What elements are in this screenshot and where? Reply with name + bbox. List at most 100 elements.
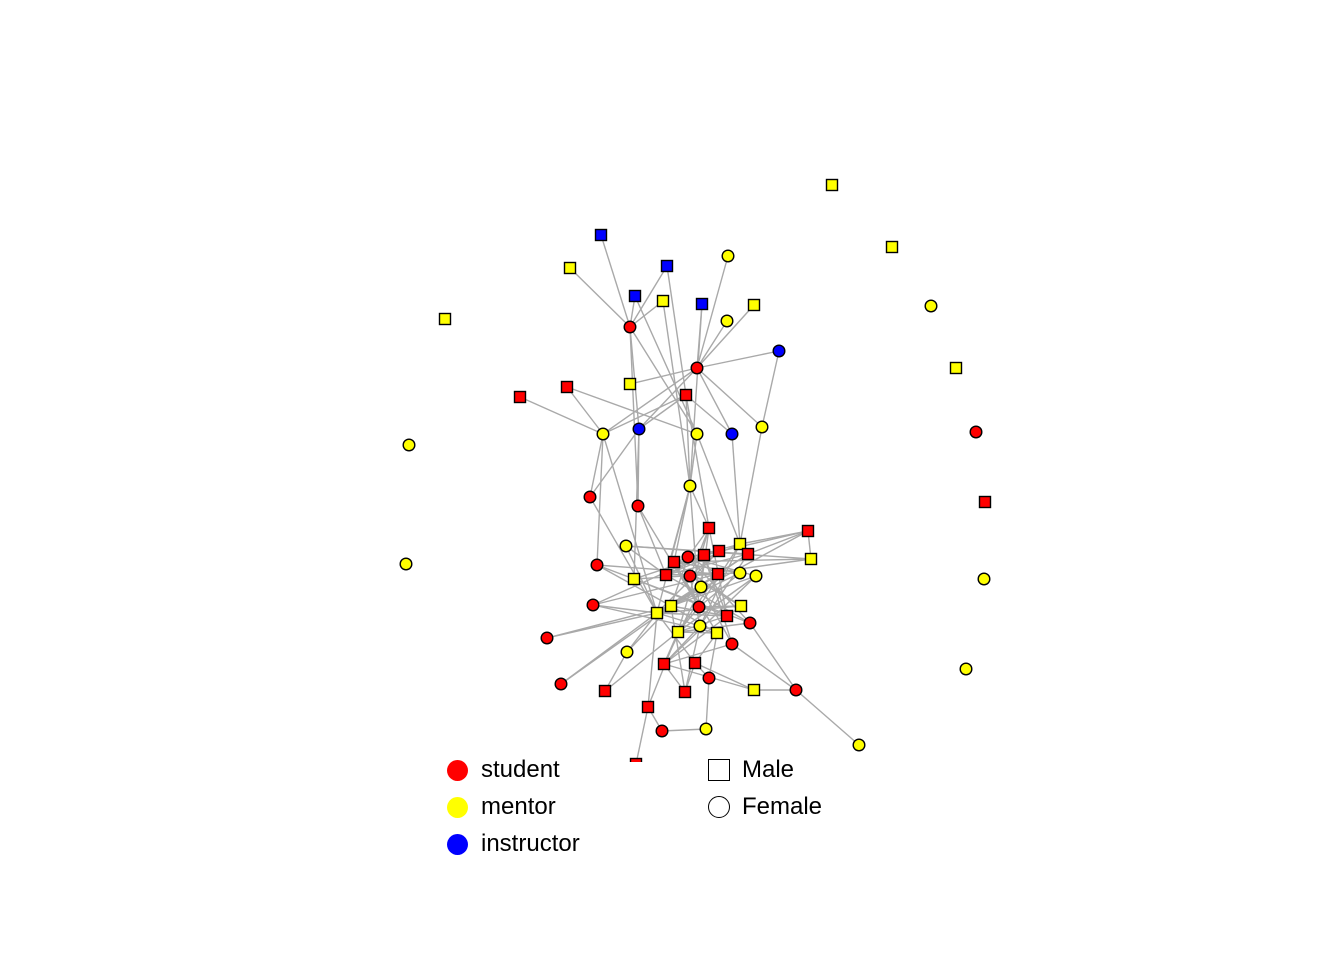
- node-student-male: [629, 757, 643, 762]
- edge: [596, 564, 719, 575]
- edge: [592, 573, 719, 606]
- node-mentor-male: [949, 361, 963, 375]
- edge: [696, 367, 733, 435]
- node-instructor-female: [725, 427, 739, 441]
- node-mentor-female: [399, 557, 413, 571]
- edge: [663, 643, 733, 665]
- legend-label: Female: [742, 793, 823, 820]
- node-mentor-male: [656, 294, 670, 308]
- node-student-male: [667, 555, 681, 569]
- node-student-female: [540, 631, 554, 645]
- node-mentor-male: [438, 312, 452, 326]
- nodes-layer: [399, 178, 992, 762]
- node-student-female: [969, 425, 983, 439]
- circle-icon: [708, 796, 730, 818]
- edge: [708, 632, 718, 679]
- student-swatch-icon: [447, 760, 468, 781]
- edge: [625, 545, 658, 614]
- edge: [625, 545, 749, 555]
- node-student-male: [978, 495, 992, 509]
- node-student-male: [598, 684, 612, 698]
- edge: [666, 265, 687, 396]
- edge: [677, 575, 757, 633]
- edge: [694, 662, 755, 691]
- edge: [604, 651, 628, 692]
- node-instructor-female: [772, 344, 786, 358]
- edge: [647, 612, 658, 708]
- edge: [685, 394, 733, 435]
- square-icon: [708, 759, 730, 781]
- edge: [749, 622, 797, 691]
- node-student-female: [583, 490, 597, 504]
- node-student-male: [801, 524, 815, 538]
- edge: [602, 433, 658, 614]
- edge: [696, 350, 780, 369]
- edge: [569, 267, 631, 328]
- node-student-female: [692, 600, 706, 614]
- edge: [663, 625, 701, 665]
- edge: [589, 428, 640, 498]
- node-mentor-male: [671, 625, 685, 639]
- edge: [656, 612, 701, 627]
- edge: [689, 303, 703, 487]
- node-mentor-male: [650, 606, 664, 620]
- edge: [638, 394, 687, 430]
- edge: [662, 300, 691, 487]
- mentor-swatch-icon: [447, 797, 468, 818]
- edge: [705, 677, 710, 730]
- node-mentor-male: [563, 261, 577, 275]
- node-mentor-male: [825, 178, 839, 192]
- edges-layer: [519, 234, 860, 762]
- edge: [689, 433, 698, 487]
- node-student-female: [655, 724, 669, 738]
- legend-label: instructor: [481, 830, 580, 857]
- node-student-male: [720, 609, 734, 623]
- edge: [689, 485, 710, 529]
- edge: [633, 573, 719, 580]
- node-student-female: [690, 361, 704, 375]
- edge: [629, 265, 668, 328]
- node-student-male: [688, 656, 702, 670]
- edge: [600, 234, 631, 328]
- node-mentor-female: [402, 438, 416, 452]
- edge: [604, 631, 679, 692]
- edge: [602, 367, 698, 435]
- node-mentor-male: [885, 240, 899, 254]
- edge: [685, 394, 710, 529]
- node-mentor-female: [959, 662, 973, 676]
- edge: [638, 367, 698, 430]
- node-mentor-male: [710, 626, 724, 640]
- node-student-male: [678, 685, 692, 699]
- node-mentor-female: [699, 722, 713, 736]
- node-instructor-male: [628, 289, 642, 303]
- edge: [739, 426, 763, 545]
- legend-label: mentor: [481, 793, 556, 820]
- edge: [731, 643, 797, 691]
- node-mentor-male: [664, 599, 678, 613]
- edge: [699, 553, 749, 627]
- node-mentor-female: [749, 569, 763, 583]
- node-mentor-female: [733, 566, 747, 580]
- edge: [596, 433, 604, 566]
- node-mentor-female: [755, 420, 769, 434]
- node-mentor-female: [683, 479, 697, 493]
- edge: [634, 295, 698, 435]
- node-student-female: [743, 616, 757, 630]
- edge: [761, 350, 780, 428]
- edge: [703, 554, 728, 617]
- node-instructor-male: [695, 297, 709, 311]
- edge: [696, 320, 728, 369]
- node-mentor-female: [852, 738, 866, 752]
- instructor-swatch-icon: [447, 834, 468, 855]
- node-student-female: [683, 569, 697, 583]
- edge: [731, 433, 741, 545]
- edge: [546, 605, 672, 639]
- node-student-female: [623, 320, 637, 334]
- edge: [589, 433, 604, 498]
- edge: [696, 304, 755, 369]
- node-mentor-female: [619, 539, 633, 553]
- node-instructor-male: [594, 228, 608, 242]
- edge: [602, 394, 687, 435]
- edge: [592, 554, 705, 606]
- node-student-male: [657, 657, 671, 671]
